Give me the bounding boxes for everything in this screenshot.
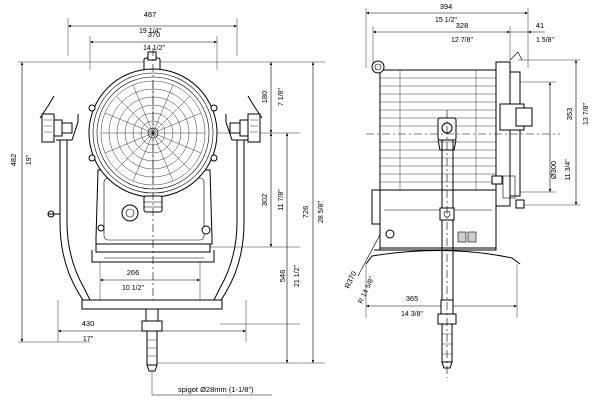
dim-depth-rear-in: 1 5/8" [536,37,555,44]
dim-width-overall-mm: 487 [144,10,157,19]
dim-radius-mm: R370 [343,270,359,290]
tilt-knob-right [229,95,263,143]
yoke-arm-right [219,140,245,303]
dim-height-total-mm: 726 [301,206,310,219]
dim-depth-rear-mm: 41 [536,21,544,30]
yoke-arm-left [59,140,85,303]
dim-diameter-lens-in: 11 3/4" [565,159,572,181]
dim-height-lens-top-mm: 180 [260,91,269,104]
dim-height-total-in: 28 5/8" [318,201,325,223]
dim-depth-overall-in: 15 1/2" [435,17,457,24]
dim-width-yoke-side-in: 14 3/8" [401,311,423,318]
yoke-bottom-bar [81,299,223,310]
spigot-label: spigot Ø28mm (1-1/8") [178,385,254,394]
spigot [141,308,163,372]
side-view: 394 15 1/2" 328 12 7/8" 41 1 5/8" 353 13… [343,2,590,378]
dim-height-center-in: 11 7/8" [278,189,285,211]
dim-height-center-mm: 302 [260,194,269,207]
tilt-knob-left [39,95,73,143]
dim-depth-overall-mm: 394 [440,2,453,11]
dim-height-lens-top-in: 7 1/8" [278,87,285,106]
dim-diameter-lens-mm: Ø300 [549,161,558,179]
dim-width-lens-mm: 370 [148,30,161,39]
dim-depth-body-in: 12 7/8" [451,37,473,44]
dim-width-lens-in: 14 1/2" [143,45,165,52]
dim-width-overall-in: 19 1/4" [139,28,161,35]
dim-width-yoke-mm: 430 [82,319,95,328]
dim-width-base-in: 10 1/2" [122,285,144,292]
dim-height-yoke-mm: 546 [278,270,287,283]
dim-width-yoke-side-mm: 365 [406,294,419,303]
dim-radius-in: R 14 5/8" [357,275,376,305]
front-view: 487 19 1/4" 370 14 1/2" 482 19" 180 7 1/… [9,10,325,396]
dim-height-yoke-in: 21 1/2" [294,265,301,287]
dim-height-front-in: 13 7/8" [583,103,590,125]
side-yoke [441,118,454,262]
dim-width-yoke-in: 17" [83,336,94,343]
dim-height-side-in: 19" [26,154,33,165]
rear-ring-handle [371,60,385,74]
dim-height-side-mm: 482 [9,154,18,167]
dim-depth-body-mm: 328 [456,21,469,30]
dim-height-front-mm: 353 [565,108,574,121]
dim-width-base-mm: 266 [127,268,140,277]
